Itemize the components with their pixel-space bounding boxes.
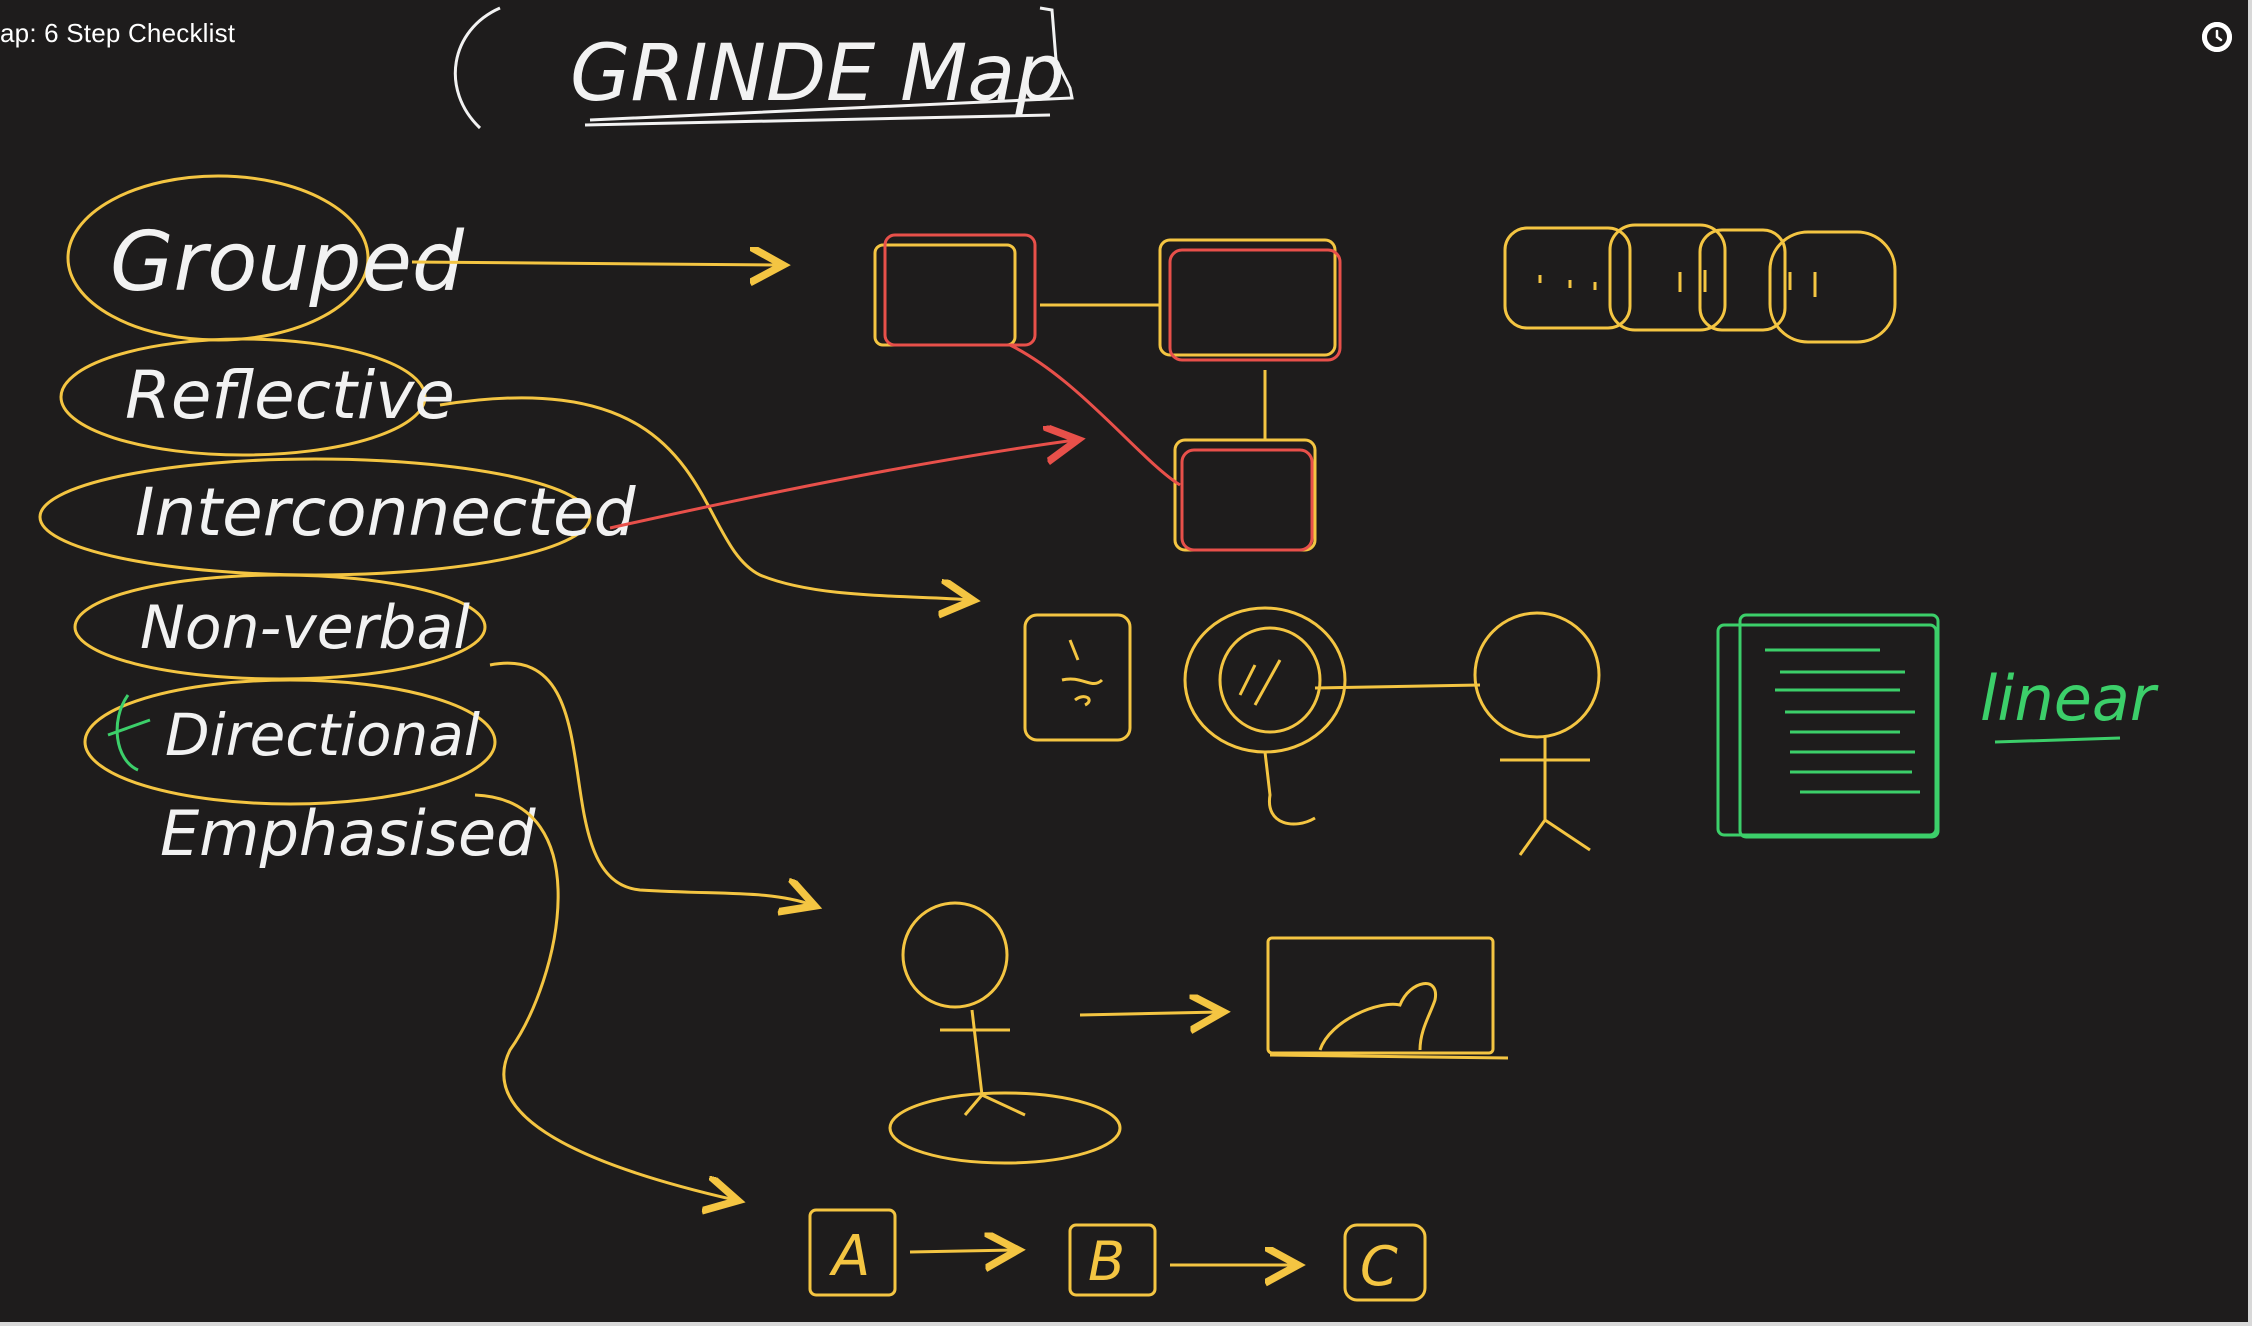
non-verbal-sketch	[888, 901, 1509, 1165]
cluster-box-1	[1503, 226, 1632, 330]
mirror-shine	[1238, 659, 1282, 706]
platform	[888, 1091, 1122, 1165]
person-head-left	[901, 901, 1009, 1009]
linear-sketch: linear	[1716, 613, 2159, 839]
arrow-reflective	[439, 396, 970, 600]
linear-underline	[1994, 736, 2121, 744]
clock-icon-glyph	[2202, 22, 2232, 52]
box-2-red	[1168, 248, 1342, 362]
document	[1716, 623, 1938, 837]
flow-node-a: A	[829, 1224, 870, 1289]
ellipse-reflective	[59, 337, 427, 457]
heading-underline	[584, 113, 1051, 127]
checklist-arrows	[411, 262, 1075, 1200]
cluster-box-4	[1768, 230, 1897, 344]
checklist-item-reflective: Reflective	[125, 357, 455, 434]
video-title[interactable]: ap: 6 Step Checklist	[0, 18, 236, 48]
checklist-item-non-verbal: Non-verbal	[140, 593, 470, 663]
grouped-boxes	[873, 233, 1342, 552]
heading-bracket-left	[453, 6, 501, 130]
picture-base	[1269, 1053, 1509, 1060]
box-3-red	[1180, 448, 1314, 552]
flow-arrow-ab	[909, 1250, 1015, 1252]
arrow-non-verbal	[489, 661, 812, 905]
flow-node-c: C	[1360, 1235, 1398, 1298]
document-back	[1738, 613, 1940, 839]
checklist-item-directional: Directional	[165, 701, 480, 769]
box-3	[1173, 438, 1317, 552]
pointing-arrow	[1079, 1012, 1220, 1015]
checklist-item-emphasised: Emphasised	[160, 797, 536, 870]
arrow-directional	[474, 793, 735, 1200]
mirror-handle	[1263, 751, 1316, 826]
small-card-scribble	[1061, 639, 1104, 707]
box-cluster	[1503, 223, 1897, 344]
flow-box-a	[808, 1208, 897, 1297]
mirror-line	[1314, 683, 1481, 690]
checklist-item-grouped: Grouped	[110, 215, 465, 310]
heading-group: GRINDE Map	[453, 6, 1074, 130]
checklist-item-interconnected: Interconnected	[135, 474, 637, 551]
linear-label: linear	[1980, 662, 2159, 735]
reflective-sketch	[1023, 606, 1601, 856]
arrow-interconnected	[609, 440, 1075, 530]
cluster-box-3	[1698, 228, 1787, 332]
person-head-right	[1473, 611, 1601, 739]
flow-box-c	[1343, 1223, 1427, 1302]
green-check-mark	[107, 694, 151, 772]
person-body-right	[1500, 737, 1591, 856]
box-1	[873, 243, 1017, 347]
flow-box-b	[1068, 1223, 1157, 1297]
ellipse-directional	[83, 678, 497, 806]
picture-figure	[1318, 982, 1438, 1051]
connector-1-3-red	[1009, 343, 1181, 487]
directional-flow: A B C	[808, 1208, 1427, 1302]
picture-frame	[1266, 936, 1495, 1055]
cluster-marks	[1538, 270, 1817, 297]
mirror-inner	[1218, 626, 1322, 734]
document-lines	[1765, 648, 1920, 794]
heading-bracket-right	[589, 6, 1074, 122]
box-2	[1158, 238, 1337, 357]
flow-node-b: B	[1088, 1230, 1125, 1293]
clock-icon[interactable]	[2202, 22, 2232, 52]
box-1-red	[883, 233, 1037, 347]
person-body-left	[940, 1009, 1026, 1117]
checklist: Grouped Reflective Interconnected Non-ve…	[38, 174, 637, 870]
arrow-grouped	[411, 262, 780, 265]
small-card	[1023, 613, 1132, 742]
cluster-box-2	[1608, 223, 1727, 332]
heading-text: GRINDE Map	[570, 29, 1065, 119]
